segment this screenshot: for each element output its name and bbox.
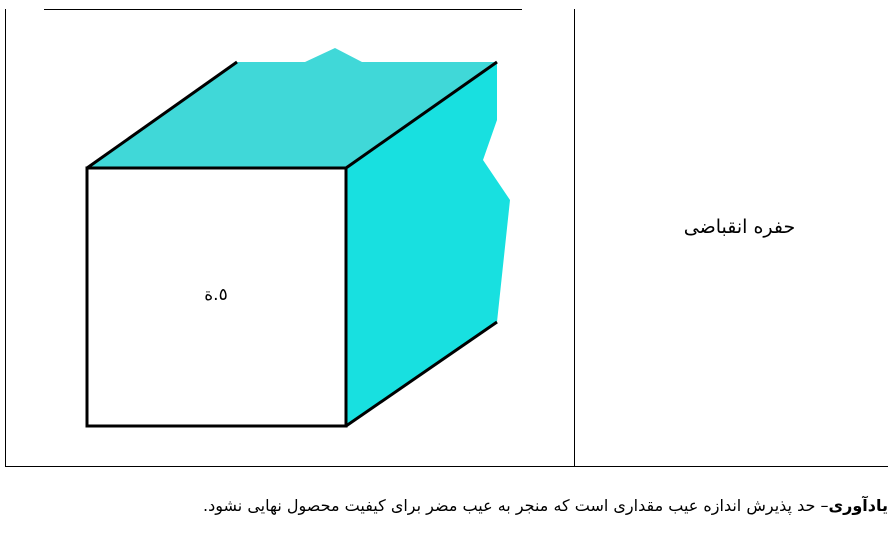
note-body: حد پذیرش اندازه عیب مقداری است که منجر ب… (203, 496, 820, 515)
note-text: یادآوری– حد پذیرش اندازه عیب مقداری است … (8, 496, 888, 515)
cube-face-mark: ٥.ة (204, 285, 227, 305)
term-label: حفره انقباضی (684, 216, 796, 238)
term-cell: حفره انقباضی (575, 10, 888, 466)
note-label: یادآوری (828, 496, 888, 515)
